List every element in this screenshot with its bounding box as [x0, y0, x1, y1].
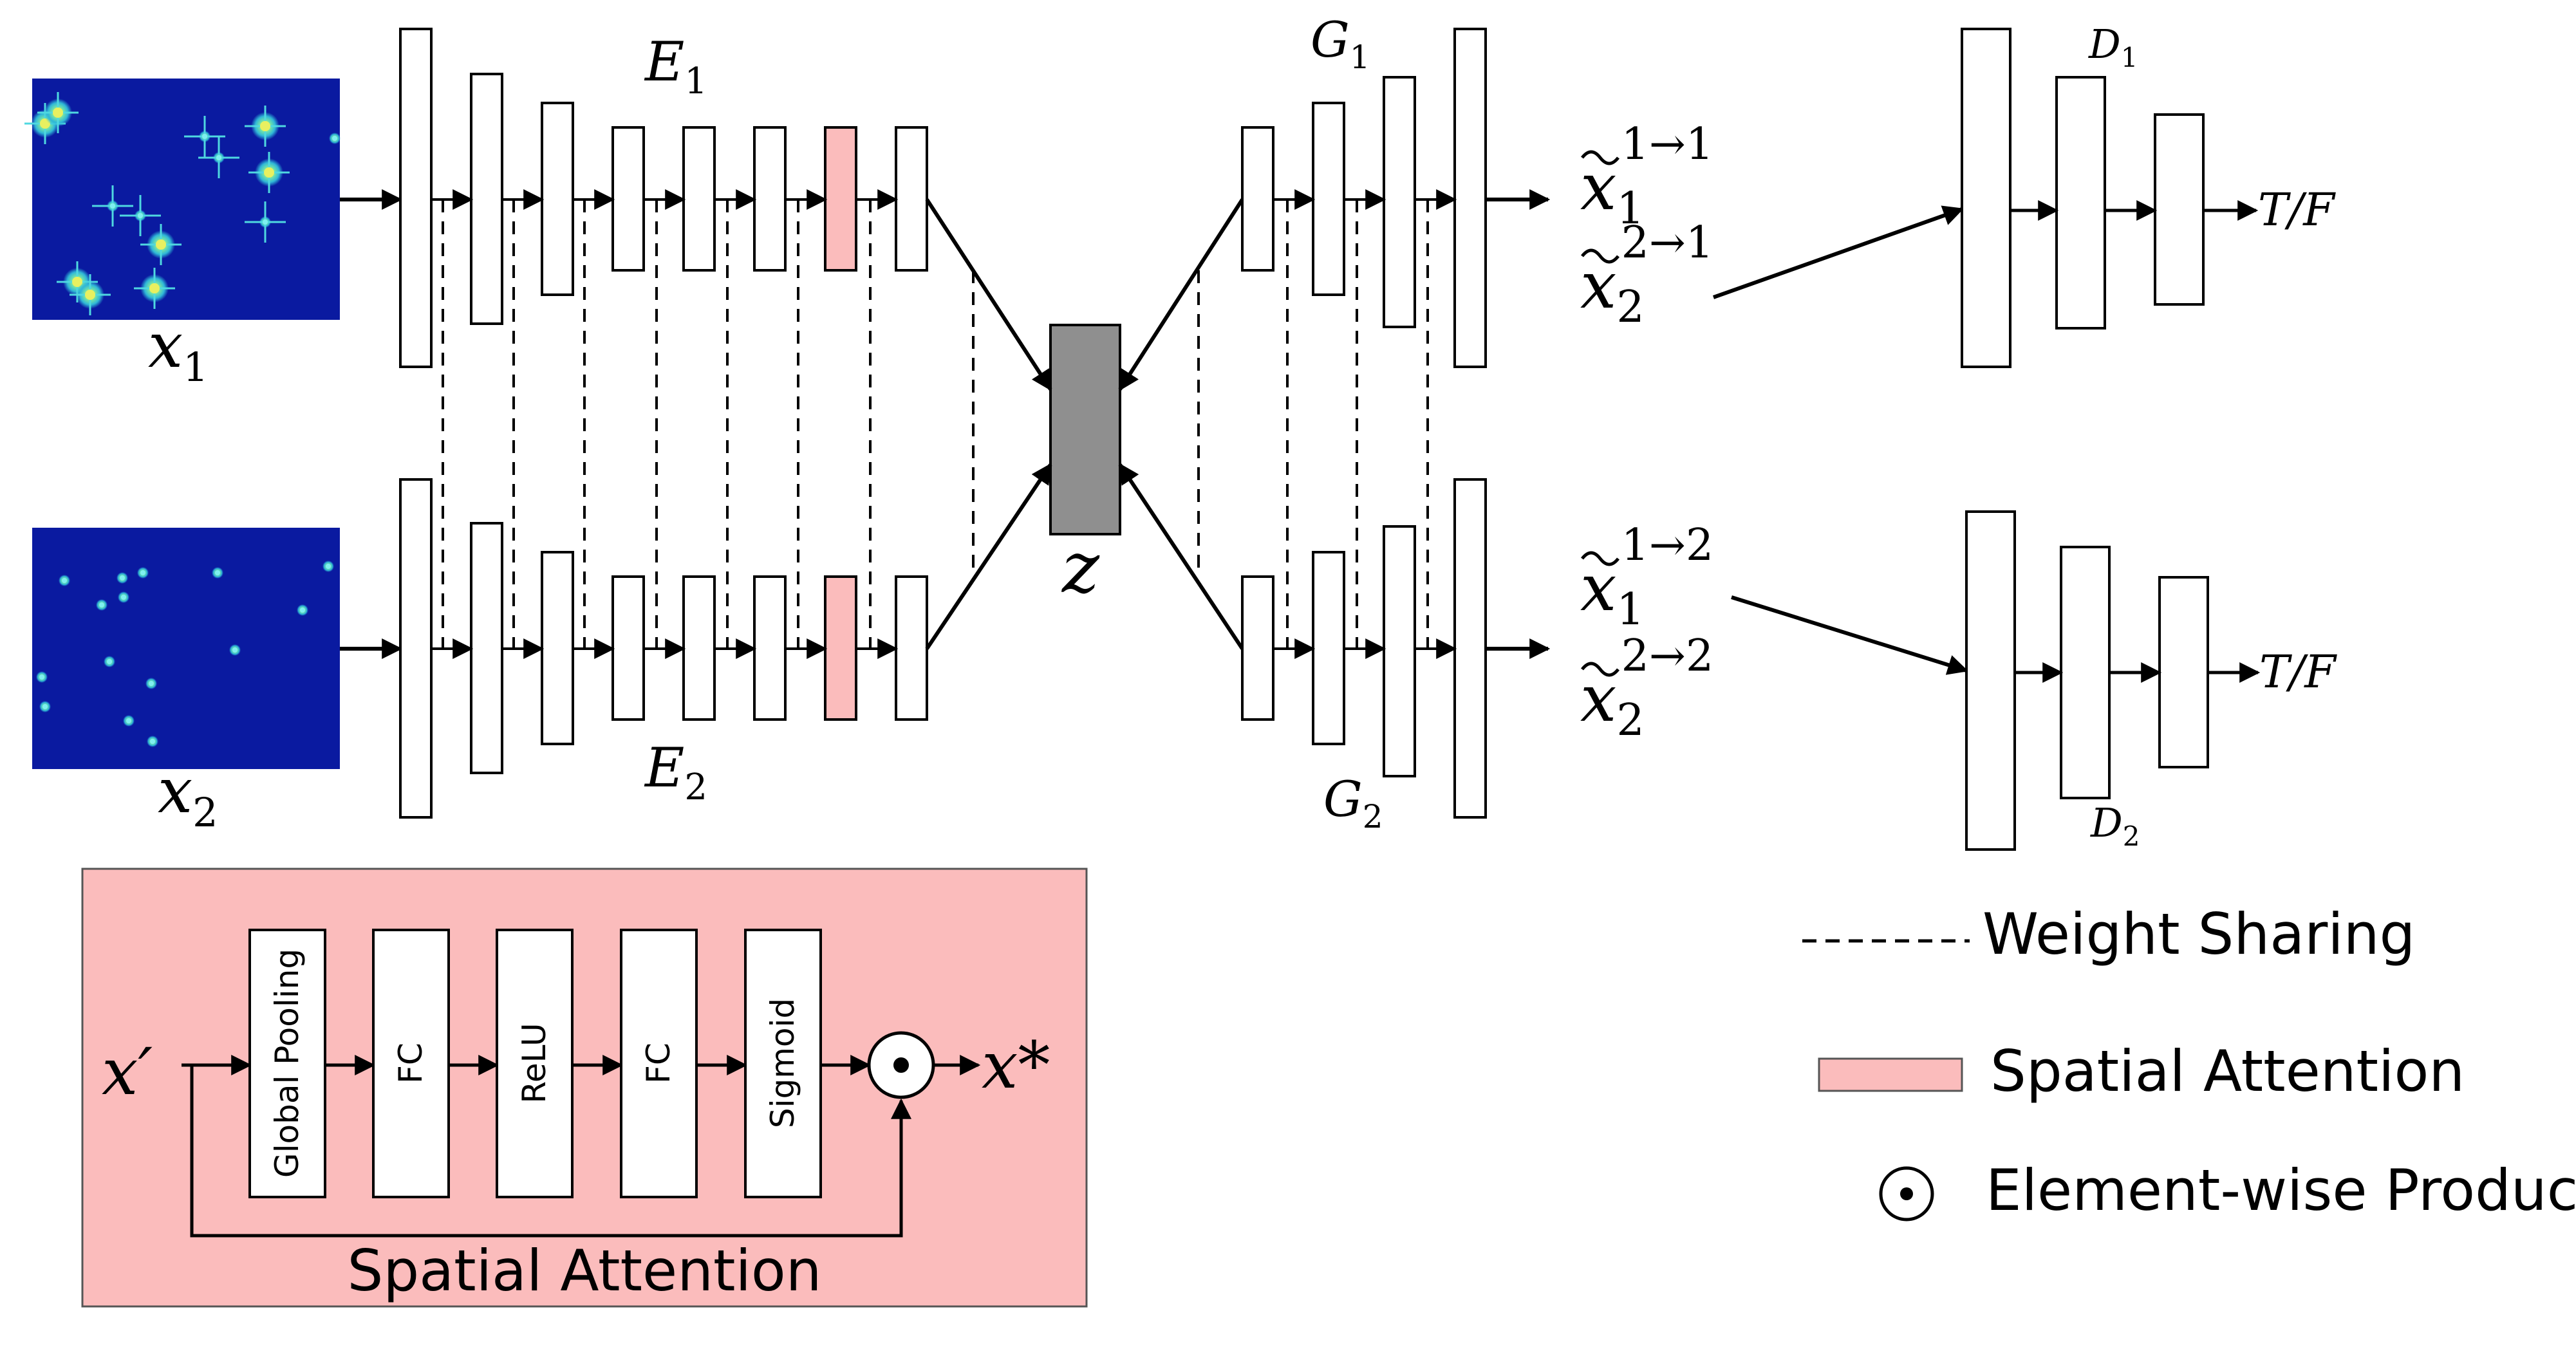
- d2-layer-2: [2060, 546, 2111, 799]
- output-labels: x11→1 x22→1 x11→2 x22→2: [1580, 119, 1713, 746]
- g2-layer-3: [1383, 525, 1416, 777]
- e1-layer-2: [470, 73, 503, 325]
- g1-layer-4: [1453, 28, 1487, 368]
- label-g2: G2: [1323, 770, 1383, 835]
- input-image-x1: [24, 79, 341, 320]
- block-label-fc-1: FC: [392, 1043, 429, 1084]
- arrow-to-d1: [1712, 205, 1965, 299]
- g2-layer-2: [1312, 551, 1345, 745]
- latent-z: [1049, 324, 1121, 535]
- d1-layer-1: [1961, 28, 2011, 368]
- e1-layer-4: [611, 126, 645, 272]
- attention-block-relu: [496, 929, 574, 1198]
- block-label-global-pooling: Global Pooling: [268, 949, 306, 1178]
- e1-attention-layer: [824, 126, 857, 272]
- spatial-attention-panel: x′ Global Pooling FC ReLU FC Sigmoid: [81, 868, 1088, 1308]
- e1-layer-3: [541, 102, 574, 296]
- output-x1-1to2: x11→2: [1580, 520, 1713, 635]
- block-label-sigmoid: Sigmoid: [764, 998, 801, 1128]
- output-x2-2to1: x22→1: [1580, 218, 1713, 333]
- e2-layer-3: [541, 551, 574, 745]
- label-x2: x2: [158, 755, 218, 836]
- e2-attention-layer: [824, 575, 857, 721]
- g2-layer-1: [1241, 575, 1274, 721]
- label-g1: G1: [1311, 11, 1370, 76]
- elementwise-product-icon: [867, 1031, 935, 1099]
- discriminator-d1: [1961, 28, 2205, 368]
- legend: Weight Sharing Spatial Attention Element…: [1802, 901, 2576, 1223]
- legend-spatial-attention: Spatial Attention: [1990, 1038, 2465, 1104]
- g2-layer-4: [1453, 478, 1487, 819]
- attention-panel-title: Spatial Attention: [347, 1238, 821, 1304]
- generator-g1: [1241, 28, 1487, 368]
- d1-layer-3: [2154, 113, 2205, 306]
- label-d1: D1: [2088, 21, 2138, 73]
- e1-layer-8: [895, 126, 928, 272]
- attention-output-label: x*: [982, 1028, 1050, 1103]
- arrow-to-d2: [1731, 595, 1969, 675]
- encoder-weight-sharing-lines: [442, 200, 975, 649]
- g1-layer-1: [1241, 126, 1274, 272]
- label-e1: E1: [644, 30, 707, 102]
- attention-block-fc-1: [372, 929, 450, 1198]
- e1-layer-6: [753, 126, 787, 272]
- e1-layer-5: [682, 126, 716, 272]
- attention-block-fc-2: [620, 929, 698, 1198]
- d2-layer-1: [1965, 510, 2016, 851]
- legend-elementwise-product: Element-wise Product: [1986, 1157, 2576, 1223]
- latent-arrows: [925, 198, 1244, 650]
- e2-layer-8: [895, 575, 928, 721]
- legend-weight-sharing: Weight Sharing: [1983, 901, 2415, 967]
- d2-output-label: T/F: [2259, 645, 2337, 698]
- e2-layer-4: [611, 575, 645, 721]
- encoder-e1: [399, 28, 928, 368]
- d1-output-label: T/F: [2258, 183, 2336, 236]
- attention-block-global-pooling: [248, 929, 326, 1198]
- generator-weight-sharing-lines: [1197, 200, 1429, 649]
- input-image-x2: [32, 528, 340, 769]
- attention-block-sigmoid: [744, 929, 822, 1198]
- block-label-relu: ReLU: [516, 1023, 553, 1103]
- discriminator-d2: [1965, 510, 2209, 851]
- label-x1: x1: [148, 310, 209, 391]
- output-x2-2to2: x22→2: [1580, 631, 1713, 746]
- e2-layer-5: [682, 575, 716, 721]
- attention-input-label: x′: [102, 1034, 153, 1110]
- d2-layer-3: [2158, 576, 2209, 768]
- legend-attention-swatch: [1818, 1057, 1963, 1092]
- label-z: z: [1061, 526, 1100, 609]
- g1-layer-3: [1383, 76, 1416, 328]
- e2-layer-1: [399, 478, 433, 819]
- generator-g2: [1241, 478, 1487, 819]
- label-d2: D2: [2090, 799, 2140, 852]
- label-e2: E2: [644, 736, 707, 808]
- g1-layer-2: [1312, 102, 1345, 296]
- e2-layer-2: [470, 522, 503, 774]
- block-label-fc-2: FC: [640, 1043, 677, 1084]
- d1-layer-2: [2055, 76, 2106, 330]
- e2-layer-6: [753, 575, 787, 721]
- e1-layer-1: [399, 28, 433, 368]
- legend-product-icon: [1879, 1166, 1934, 1221]
